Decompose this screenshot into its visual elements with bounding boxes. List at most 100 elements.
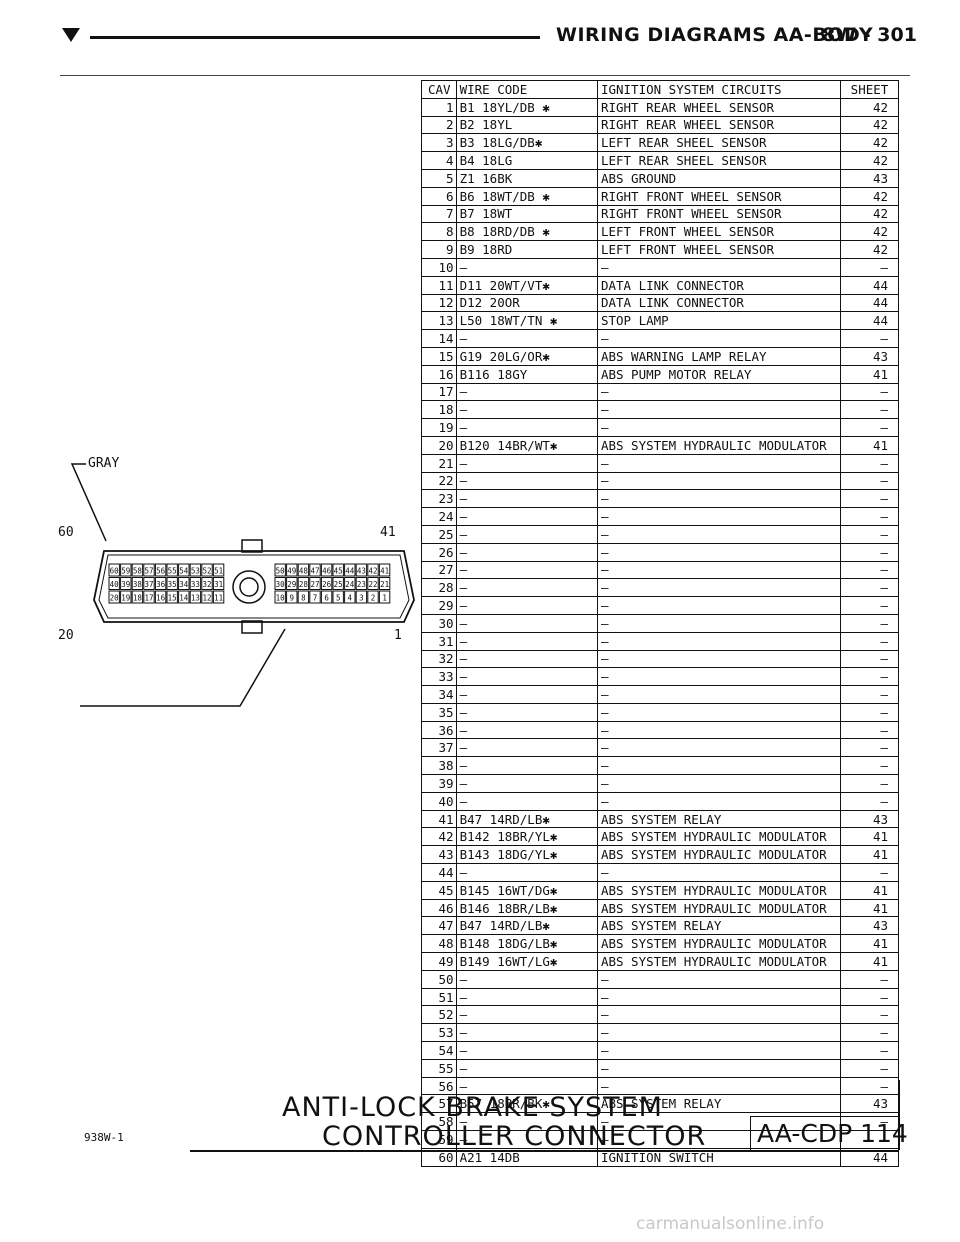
pin-cavity	[274, 563, 286, 577]
circuit-cell: ABS SYSTEM HYDRAULIC MODULATOR	[596, 435, 842, 455]
wire-code-cell: B145 16WT/DG✱	[455, 880, 598, 900]
pin-number: 30	[276, 580, 286, 589]
pin-cavity	[189, 590, 202, 604]
pin-number: 47	[310, 567, 319, 576]
pin-number: 23	[357, 580, 366, 589]
pin-number: 49	[287, 567, 296, 576]
pin-cavity	[212, 563, 225, 577]
sheet-cell: 41	[840, 898, 899, 918]
cav-cell: 35	[421, 702, 457, 722]
circuit-cell: —	[596, 791, 842, 811]
wire-code-cell: B9 18RD	[455, 240, 598, 259]
cav-cell: 45	[421, 880, 457, 900]
pin-cavity	[166, 590, 178, 604]
wire-code-cell: —	[455, 257, 598, 277]
pin-cavity	[120, 577, 132, 590]
header-triangle-icon	[62, 28, 80, 42]
pin-cavity	[274, 577, 286, 590]
sheet-cell: —	[840, 702, 899, 722]
sheet-cell: —	[840, 613, 899, 633]
sheet-cell: 42	[840, 151, 899, 170]
table-row: 30———	[421, 613, 899, 633]
sheet-cell: —	[840, 257, 899, 277]
wire-code-cell: —	[455, 1041, 598, 1060]
wire-code-cell: B7 18WT	[455, 204, 598, 224]
sheet-cell: —	[840, 524, 899, 544]
circuit-cell: —	[596, 453, 842, 473]
circuit-cell: RIGHT REAR WHEEL SENSOR	[596, 115, 842, 135]
wire-code-cell: —	[455, 1058, 598, 1078]
cav-cell: 60	[421, 1147, 457, 1167]
reference-code: AA-CDP 114	[757, 1119, 908, 1148]
top-divider	[60, 75, 910, 76]
pin-number: 10	[276, 594, 286, 603]
table-row: 18———	[421, 400, 899, 420]
cav-cell: 29	[421, 596, 457, 615]
wire-code-cell: —	[455, 774, 598, 793]
pin-number: 28	[299, 580, 309, 589]
wire-code-cell: —	[455, 685, 598, 704]
cav-cell: 10	[421, 257, 457, 277]
pin-cavity	[166, 563, 178, 577]
cav-cell: 7	[421, 204, 457, 224]
circuit-cell: RIGHT FRONT WHEEL SENSOR	[596, 186, 842, 206]
sheet-cell: —	[840, 507, 899, 526]
pin-cavity	[297, 577, 310, 590]
pin-cavity	[309, 563, 321, 577]
cav-cell: 23	[421, 489, 457, 509]
table-row: 27———	[421, 560, 899, 580]
pin-cavity	[332, 590, 344, 604]
cav-cell: 3	[421, 133, 457, 153]
pin-number: 52	[202, 567, 211, 576]
cav-cell: 5	[421, 168, 457, 188]
sheet-cell: —	[840, 667, 899, 687]
circuit-cell: LEFT REAR SHEEL SENSOR	[596, 133, 842, 153]
cav-cell: 27	[421, 560, 457, 580]
sheet-cell: —	[840, 756, 899, 776]
wire-code-cell: —	[455, 863, 598, 882]
sheet-cell: 42	[840, 97, 899, 117]
figure-title-line-1: ANTI-LOCK BRAKE SYSTEM	[282, 1092, 663, 1123]
pin-cavity	[378, 563, 391, 577]
connector-center-boss-outer	[232, 570, 266, 604]
cav-cell: 28	[421, 578, 457, 598]
pin-cavity	[189, 563, 202, 577]
wire-code-cell: —	[455, 969, 598, 989]
cav-cell: 50	[421, 969, 457, 989]
pin-number: 19	[121, 594, 130, 603]
wire-code-cell: B120 14BR/WT✱	[455, 435, 598, 455]
pin-number: 44	[345, 567, 355, 576]
cav-cell: 24	[421, 507, 457, 526]
pin-number: 18	[133, 594, 143, 603]
cav-cell: 33	[421, 667, 457, 687]
circuit-cell: DATA LINK CONNECTOR	[596, 275, 842, 295]
wire-code-cell: B148 18DG/LB✱	[455, 934, 598, 954]
pin-cavity	[143, 577, 155, 590]
circuit-cell: —	[596, 418, 842, 437]
pin-number: 53	[191, 567, 200, 576]
pin-cavity	[332, 563, 344, 577]
circuit-cell: ABS PUMP MOTOR RELAY	[596, 364, 842, 384]
wire-code-cell: L50 18WT/TN ✱	[455, 311, 598, 331]
pin-cavity	[367, 590, 379, 604]
circuit-cell: IGNITION SWITCH	[596, 1147, 842, 1167]
gray-leader-line	[70, 463, 107, 542]
pin-number: 2	[371, 594, 376, 603]
wire-code-cell: —	[455, 1005, 598, 1025]
bottom-rule	[190, 1150, 898, 1152]
pin-cavity	[178, 577, 190, 590]
pin-cavity	[355, 590, 368, 604]
pin-cavity	[166, 577, 178, 590]
wire-code-cell: —	[455, 507, 598, 526]
pin-number: 7	[313, 594, 318, 603]
wire-code-cell: B149 16WT/LG✱	[455, 952, 598, 971]
pin-number: 60	[110, 567, 120, 576]
pin-number: 13	[191, 594, 200, 603]
